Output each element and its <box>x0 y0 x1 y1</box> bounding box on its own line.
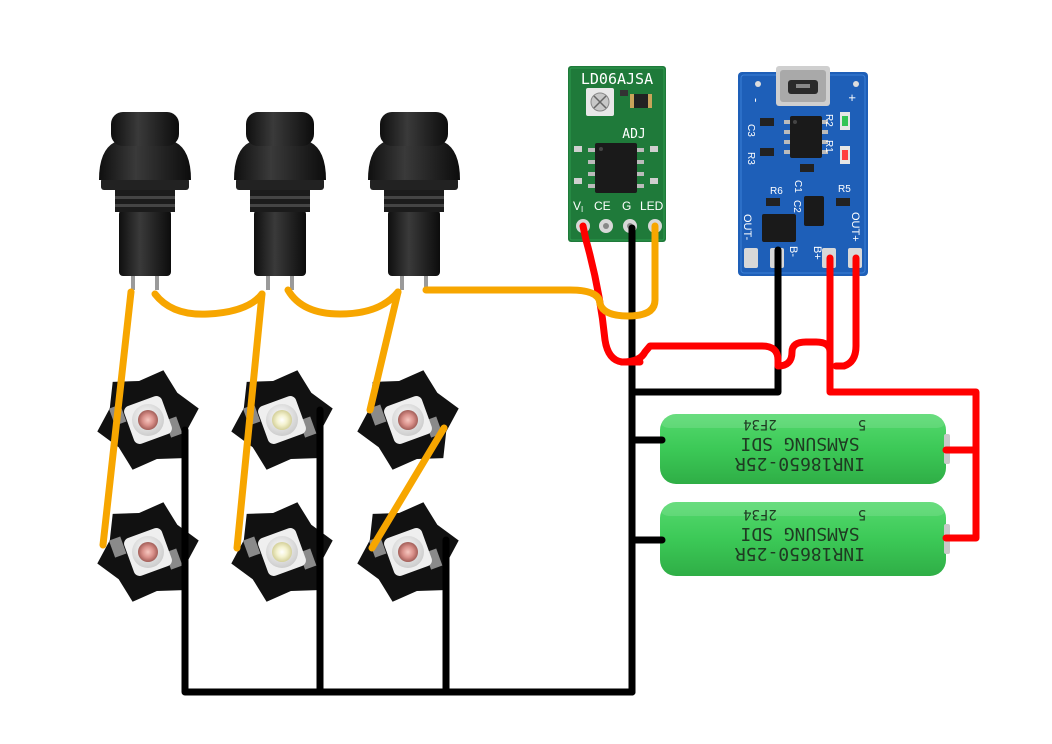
led-star-1 <box>97 370 199 470</box>
charger-out-minus: OUT- <box>741 214 753 241</box>
driver-ic <box>588 143 644 193</box>
charger-r1: R1 <box>823 140 834 153</box>
ground-wires <box>181 224 782 696</box>
driver-pin-vin: VI <box>573 199 583 214</box>
led-driver-module: LD06AJSA ADJ VI CE G LED <box>568 66 666 242</box>
charger-c2: C2 <box>791 200 802 213</box>
led-star-2 <box>231 370 333 470</box>
charger-r2: R2 <box>823 114 834 127</box>
charger-out-plus: OUT+ <box>849 212 861 242</box>
charger-r5: R5 <box>838 184 851 195</box>
charger-top-plus: + <box>845 94 860 102</box>
led-star-5 <box>231 502 333 602</box>
driver-pin-g: G <box>622 199 631 213</box>
charger-module: - + C3 R3 R2 R1 R6 C1 R5 C2 <box>738 66 868 276</box>
charger-top-minus: - <box>749 98 764 102</box>
led-star-4 <box>97 502 199 602</box>
charger-c3: C3 <box>745 124 756 137</box>
battery-2-brand: SAMSUNG SDI <box>740 523 859 544</box>
micro-usb-port <box>776 66 830 106</box>
battery-2: INR18650-25R SAMSUNG SDI 2F34 5 <box>660 502 950 576</box>
battery-1-model: INR18650-25R <box>735 453 865 474</box>
charger-ic <box>784 116 828 158</box>
charger-b-minus: B- <box>787 246 799 257</box>
signal-wires <box>99 222 659 552</box>
charger-r6: R6 <box>770 186 783 197</box>
push-button-2 <box>234 112 326 290</box>
charger-r3: R3 <box>745 152 756 165</box>
battery-2-code: 2F34 <box>743 506 777 522</box>
battery-2-mark: 5 <box>858 506 866 522</box>
positive-wires <box>579 222 980 542</box>
push-button-1 <box>99 112 191 290</box>
driver-pin-led: LED <box>640 199 664 213</box>
driver-title: LD06AJSA <box>581 70 653 88</box>
charger-b-plus: B+ <box>811 246 823 260</box>
battery-1-brand: SAMSUNG SDI <box>740 433 859 454</box>
battery-1-code: 2F34 <box>743 416 777 432</box>
battery-1: INR18650-25R SAMSUNG SDI 2F34 5 <box>660 414 950 484</box>
push-button-3 <box>368 112 460 290</box>
battery-1-mark: 5 <box>858 416 866 432</box>
driver-pin-ce: CE <box>594 199 611 213</box>
driver-adj-label: ADJ <box>622 127 645 142</box>
charger-c1: C1 <box>792 180 803 193</box>
battery-2-model: INR18650-25R <box>735 543 865 564</box>
